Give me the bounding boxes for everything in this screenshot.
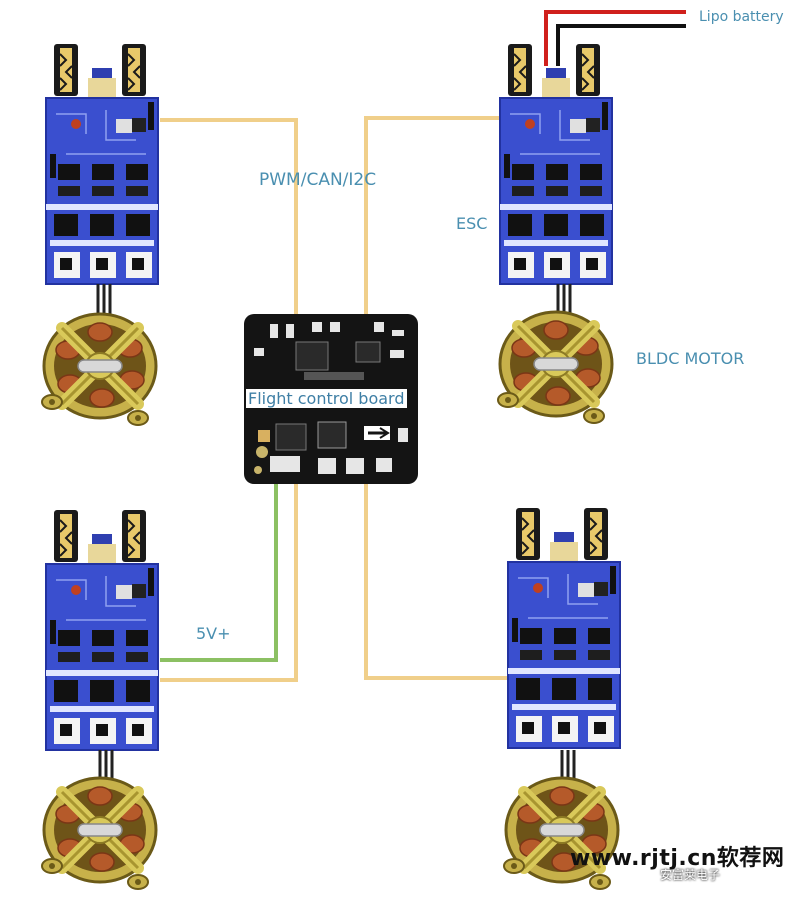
bus-label: PWM/CAN/I2C — [259, 170, 377, 190]
battery-label: Lipo battery — [699, 9, 784, 25]
power-wire — [160, 484, 278, 662]
board-label: Flight control board — [246, 389, 407, 408]
esc-bottom-right — [507, 507, 621, 749]
wire-bottom-left — [160, 484, 298, 682]
wire-top-left — [160, 118, 298, 318]
motor-bottom-left — [42, 778, 156, 889]
motor-bottom-right — [504, 778, 618, 889]
esc-bottom-left — [45, 509, 159, 751]
motor-top-right — [498, 312, 612, 423]
signal-wires — [160, 116, 512, 682]
battery-leads — [544, 10, 686, 66]
esc-label: ESC — [456, 214, 488, 233]
esc-top-left — [45, 43, 159, 285]
watermark-account: 安富莱电子 — [660, 868, 721, 882]
wire-top-right — [364, 116, 512, 318]
power-label: 5V+ — [196, 624, 231, 643]
motor-label: BLDC MOTOR — [636, 349, 745, 368]
watermark-site: www.rjtj.cn软荐网 — [570, 846, 785, 871]
motor-top-left — [42, 314, 156, 425]
wire-bottom-right — [364, 484, 508, 680]
esc-top-right — [499, 43, 613, 285]
motor-leads — [96, 284, 576, 782]
